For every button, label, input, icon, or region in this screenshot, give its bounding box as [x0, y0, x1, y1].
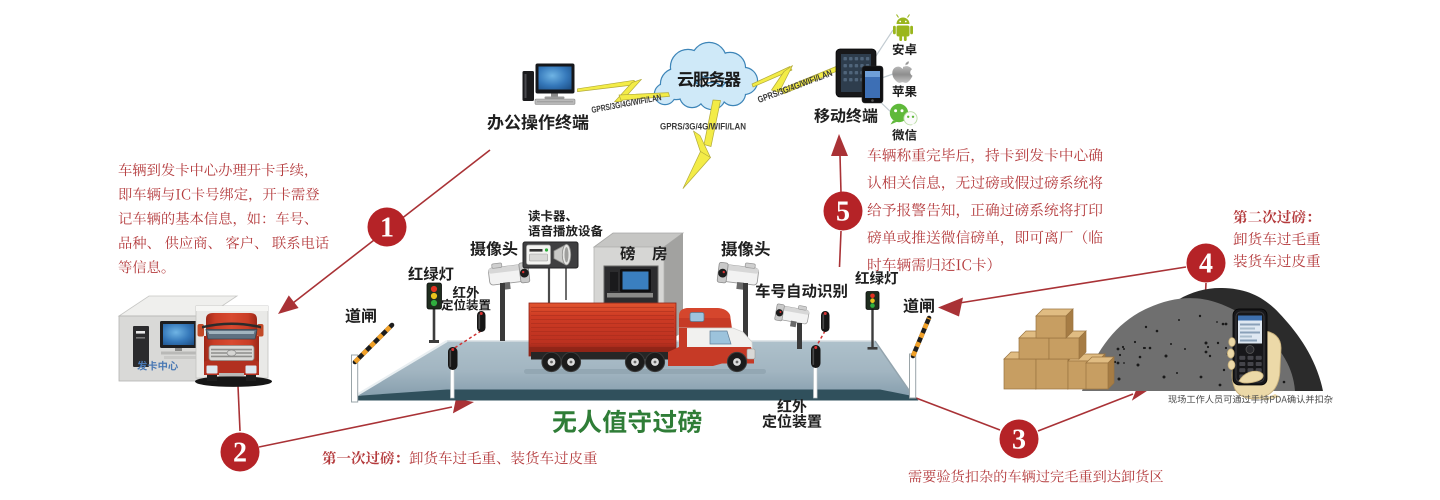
svg-text:5: 5 [836, 197, 850, 228]
svg-text:2: 2 [233, 438, 247, 469]
svg-text:1: 1 [380, 213, 394, 244]
svg-text:4: 4 [1199, 249, 1213, 280]
svg-text:GPRS/3G/4G/WIFI/LAN: GPRS/3G/4G/WIFI/LAN [756, 68, 834, 105]
svg-text:3: 3 [1012, 425, 1026, 456]
svg-text:GPRS/3G/4G/WIFI/LAN: GPRS/3G/4G/WIFI/LAN [660, 122, 746, 133]
